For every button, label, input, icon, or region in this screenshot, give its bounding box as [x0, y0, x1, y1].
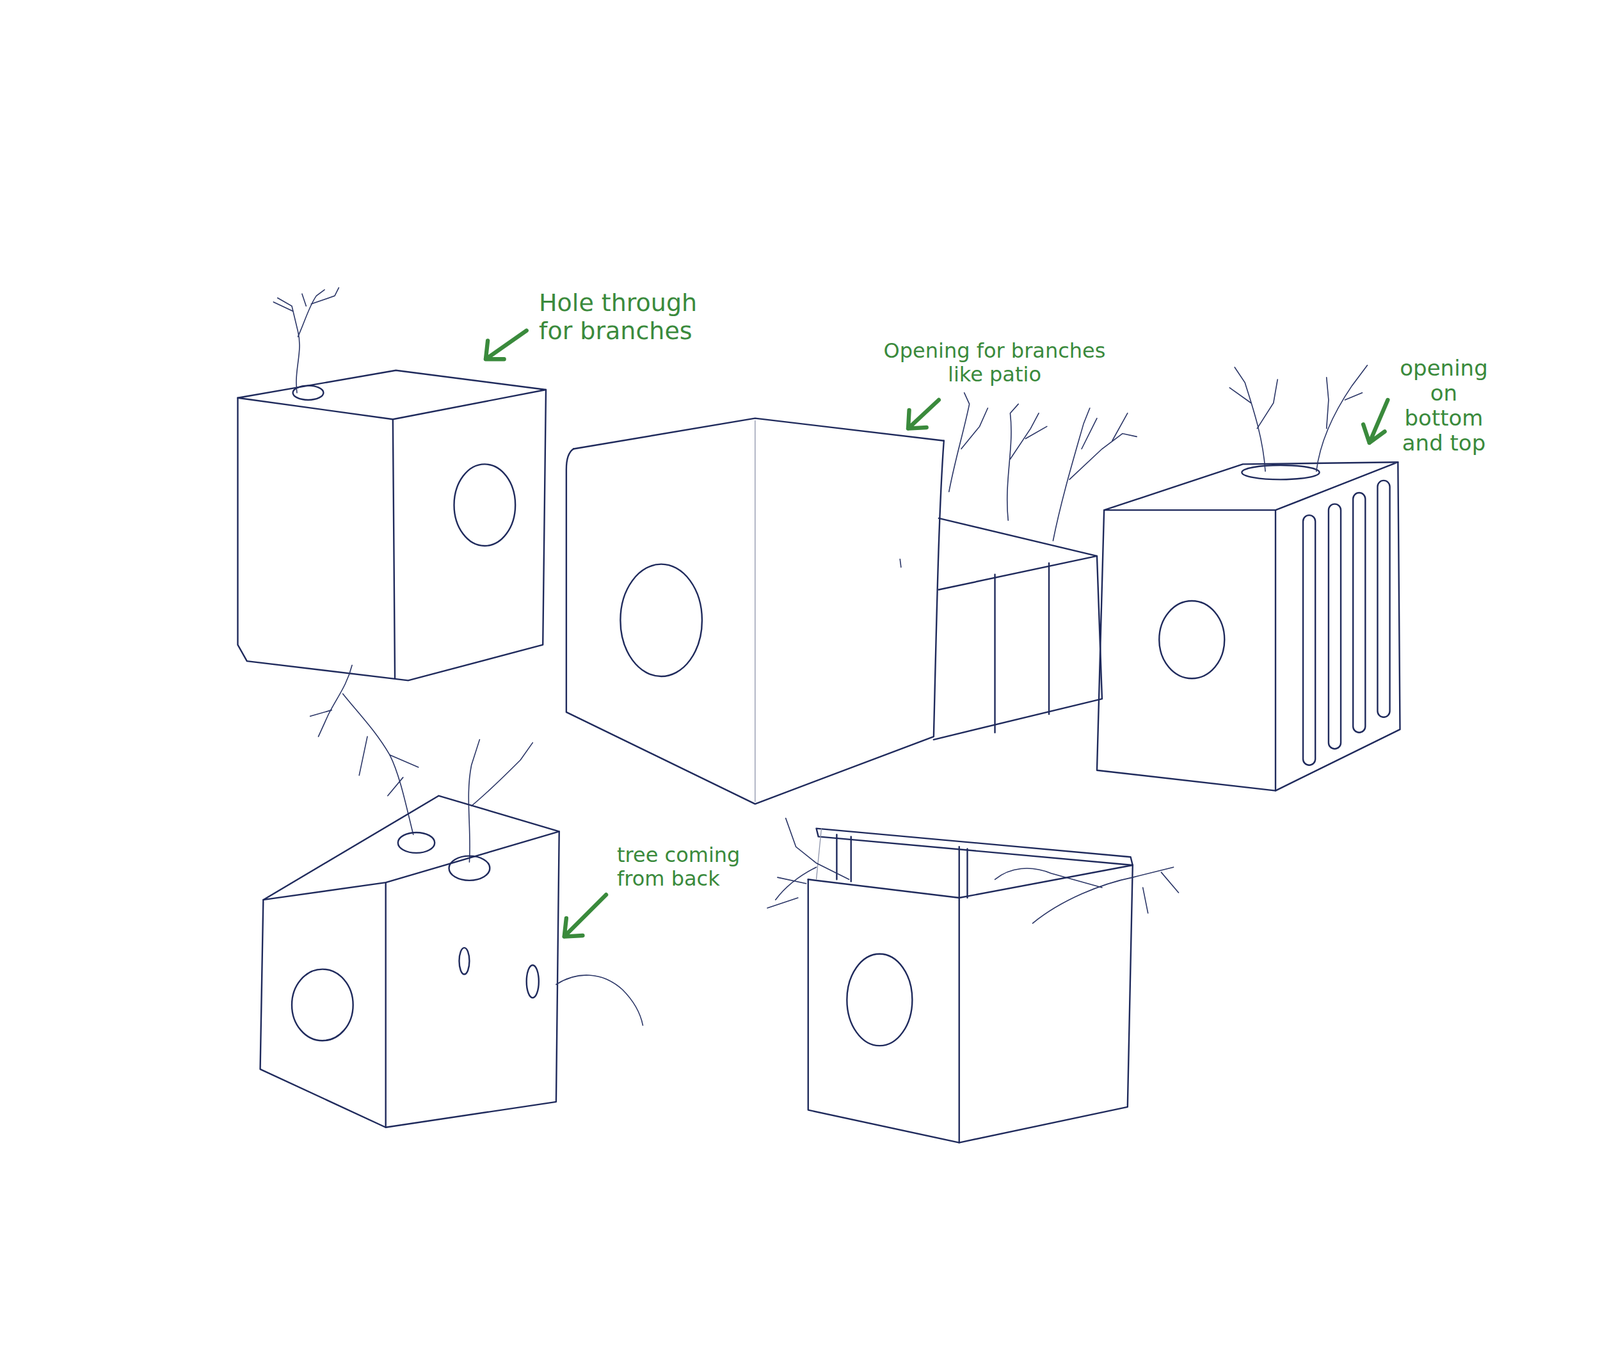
annotation-note: Opening for branches like patio — [872, 339, 1117, 387]
note-position: Opening for branches like patio — [872, 339, 1117, 387]
annotation-note: tree coming from back — [616, 843, 765, 891]
box-with-slots — [1096, 365, 1401, 792]
note-position: tree coming from back — [616, 843, 765, 891]
leader-arrows — [485, 330, 1388, 937]
box-with-top-hole — [237, 288, 546, 681]
note-position: opening on bottom and top — [1399, 355, 1489, 456]
box-with-patio — [566, 392, 1137, 805]
annotation-note: opening on bottom and top — [1399, 355, 1489, 456]
annotation-note: Hole through for branches — [538, 289, 731, 345]
tree-branches — [310, 664, 534, 863]
box-with-side-holes — [260, 796, 644, 1128]
open-top-box — [767, 818, 1179, 1144]
note-position: Hole through for branches — [538, 289, 731, 345]
